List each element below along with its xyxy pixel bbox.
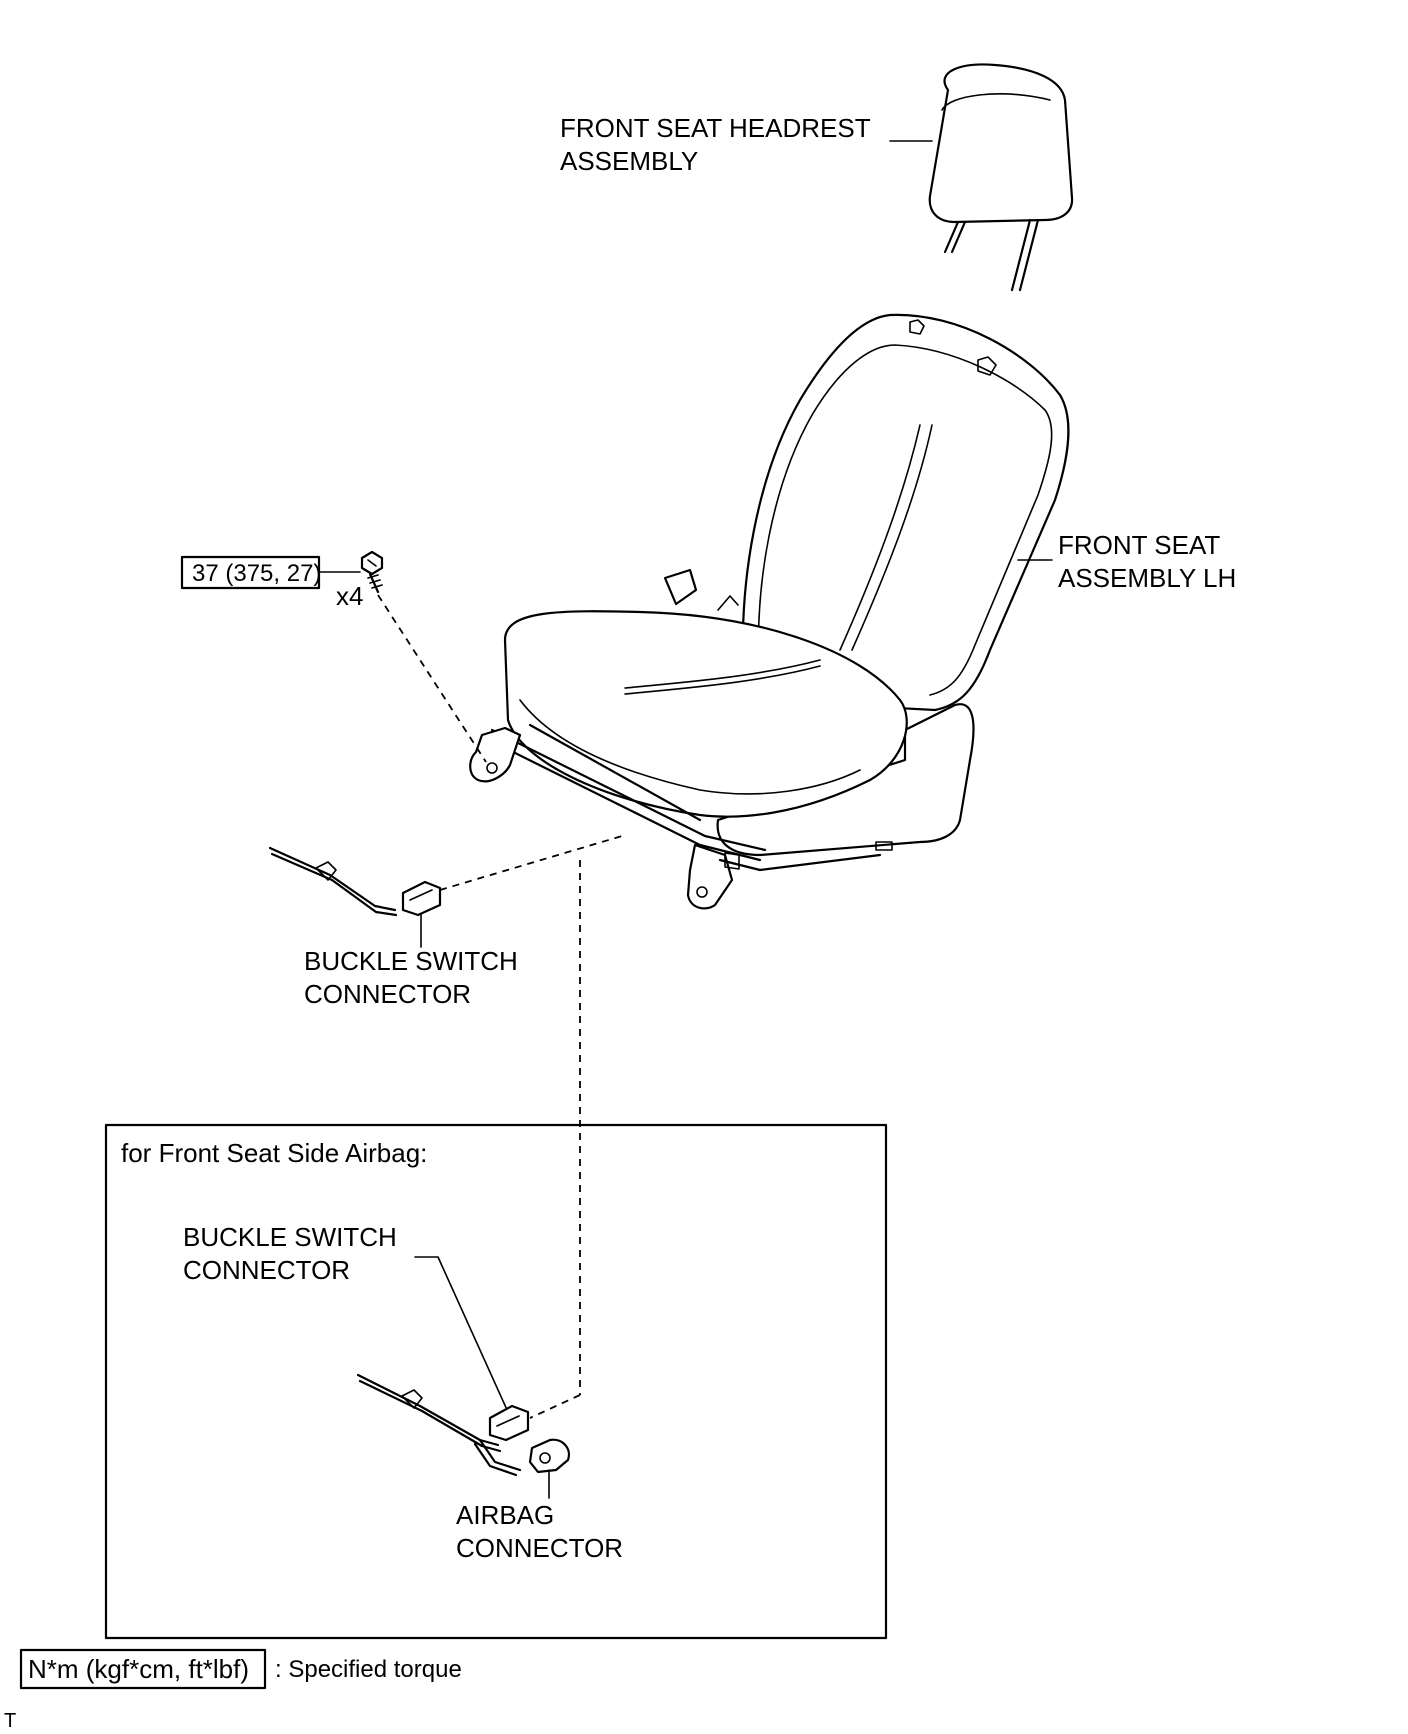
buckle-inset-label-line2: CONNECTOR [183, 1255, 350, 1285]
headrest-illustration [928, 63, 1074, 292]
legend-box [19, 1648, 267, 1690]
buckle-inset-leader [414, 1256, 509, 1413]
buckle-inset-label-line1: BUCKLE SWITCH [183, 1222, 397, 1252]
bolt-quantity: x4 [336, 581, 363, 611]
airbag-label-line1: AIRBAG [456, 1500, 554, 1530]
bolt-dashed-line [377, 594, 487, 763]
torque-value: 37 (375, 27) [192, 560, 321, 587]
seat-label-line1: FRONT SEAT [1058, 530, 1220, 560]
airbag-inset-box [104, 1123, 888, 1640]
seat-rails-illustration [469, 723, 893, 910]
inset-dashed-diagonal [529, 1394, 581, 1419]
headrest-label-line1: FRONT SEAT HEADREST [560, 113, 871, 143]
buckle-main-label-line1: BUCKLE SWITCH [304, 946, 518, 976]
legend-box-text: N*m (kgf*cm, ft*lbf) [28, 1654, 249, 1684]
buckle-main-label-line2: CONNECTOR [304, 979, 471, 1009]
seat-illustration [503, 313, 1070, 857]
buckle-dashed-line [439, 835, 623, 891]
corner-mark: T [4, 1710, 16, 1732]
inset-title: for Front Seat Side Airbag: [121, 1138, 427, 1168]
headrest-label-line2: ASSEMBLY [560, 146, 698, 176]
inset-connectors-illustration [356, 1373, 570, 1477]
legend-description: : Specified torque [275, 1656, 462, 1683]
seat-label-line2: ASSEMBLY LH [1058, 563, 1236, 593]
bolt-icon [360, 550, 384, 594]
buckle-connector-illustration [268, 846, 442, 917]
airbag-label-line2: CONNECTOR [456, 1533, 623, 1563]
